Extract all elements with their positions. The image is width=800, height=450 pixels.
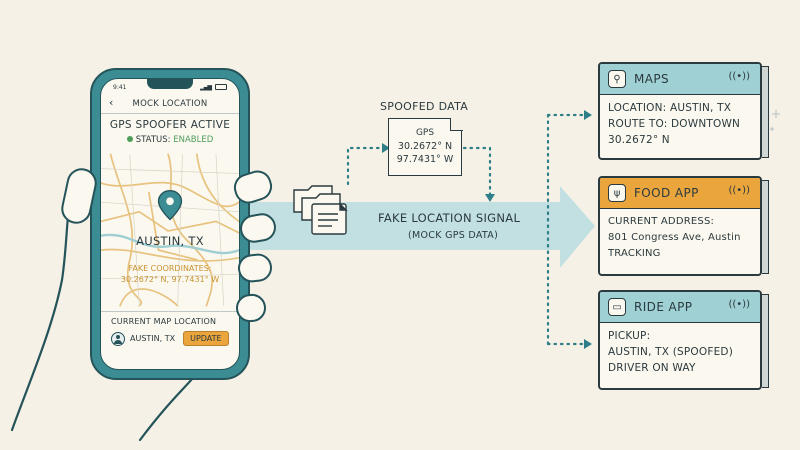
food-line-2: 801 Congress Ave, Austin (608, 232, 741, 243)
current-map-location: CURRENT MAP LOCATION AUSTIN, TX UPDATE (101, 311, 239, 346)
phone-notch (147, 79, 193, 89)
food-app-card[interactable]: ψ FOOD APP ((•)) CURRENT ADDRESS: 801 Co… (598, 176, 762, 276)
signal-waves-icon[interactable]: ((•)) (728, 71, 750, 82)
document-icon (449, 117, 463, 131)
ride-card-title: RIDE APP (634, 300, 693, 314)
car-icon: ▭ (608, 298, 626, 316)
current-location-value: AUSTIN, TX (130, 334, 176, 343)
food-card-edge (762, 180, 769, 274)
map-view[interactable] (101, 151, 239, 309)
status-line: STATUS: ENABLED (101, 135, 239, 145)
phone-screen: 9:41 ▂▄▆ ‹ MOCK LOCATION GPS SPOOFER ACT… (100, 78, 240, 370)
fake-coordinates-label: FAKE COORDINATES: (128, 264, 212, 273)
food-card-title: FOOD APP (634, 186, 699, 200)
map-pin-icon (157, 190, 183, 221)
maps-line-3: 30.2672° N (608, 134, 670, 146)
ride-line-1: PICKUP: (608, 330, 651, 342)
maps-card[interactable]: ⚲ MAPS ((•)) LOCATION: AUSTIN, TX ROUTE … (598, 62, 762, 160)
fork-knife-icon: ψ (608, 184, 626, 202)
ride-line-3: DRIVER ON WAY (608, 362, 696, 374)
signal-title: FAKE LOCATION SIGNAL (378, 211, 521, 225)
ride-line-2: AUSTIN, TX (SPOOFED) (608, 346, 733, 358)
status-time: 9:41 (113, 84, 127, 91)
arrowhead-ride (584, 339, 592, 349)
doc-latitude: 30.2672° N (397, 141, 453, 152)
arrowhead-down (485, 194, 495, 202)
arrowhead-maps (584, 110, 592, 120)
fake-coordinates-value: 30.2672° N, 97.7431° W (120, 275, 220, 284)
signal-waves-icon[interactable]: ((•)) (728, 185, 750, 196)
maps-line-1: LOCATION: AUSTIN, TX (608, 102, 732, 114)
nav-title: MOCK LOCATION (132, 99, 208, 109)
maps-card-edge (762, 66, 769, 158)
food-line-3: TRACKING (608, 248, 661, 259)
doc-gps-heading: GPS (415, 128, 435, 138)
cell-signal-icon: ▂▄▆ (200, 84, 212, 91)
maps-card-title: MAPS (634, 72, 670, 86)
spoofer-heading: GPS SPOOFER ACTIVE (109, 119, 231, 131)
hand-wrist (138, 370, 200, 442)
battery-icon (215, 84, 227, 90)
connector-to-doc (346, 146, 386, 186)
maps-line-2: ROUTE TO: DOWNTOWN (608, 118, 741, 130)
signal-subtitle: (MOCK GPS DATA) (408, 230, 499, 241)
folder-icon (293, 185, 348, 235)
status-label: STATUS: (135, 135, 171, 145)
current-location-label: CURRENT MAP LOCATION (111, 317, 217, 326)
arrowhead-doc (382, 143, 390, 153)
sparkle-icon (770, 110, 780, 131)
back-chevron-icon[interactable]: ‹ (109, 96, 114, 109)
spoofed-gps-document: GPS 30.2672° N 97.7431° W (388, 117, 463, 176)
avatar-icon (111, 331, 125, 346)
status-dot-icon (126, 136, 133, 142)
map-pin-icon: ⚲ (608, 70, 626, 88)
ride-card-edge (762, 294, 769, 388)
phone: 9:41 ▂▄▆ ‹ MOCK LOCATION GPS SPOOFER ACT… (90, 68, 250, 380)
spoofed-data-title: SPOOFED DATA (380, 100, 469, 113)
status-bar: 9:41 ▂▄▆ (111, 82, 229, 94)
update-button[interactable]: UPDATE (183, 331, 229, 346)
connector-from-doc (462, 146, 492, 196)
signal-waves-icon[interactable]: ((•)) (728, 299, 750, 310)
food-line-1: CURRENT ADDRESS: (608, 216, 715, 227)
status-value: ENABLED (173, 135, 214, 145)
doc-longitude: 97.7431° W (396, 154, 454, 165)
map-city-label: AUSTIN, TX (136, 234, 204, 248)
nav-bar: ‹ MOCK LOCATION (101, 95, 239, 114)
ride-app-card[interactable]: ▭ RIDE APP ((•)) PICKUP: AUSTIN, TX (SPO… (598, 290, 762, 390)
map-roads (101, 153, 239, 307)
